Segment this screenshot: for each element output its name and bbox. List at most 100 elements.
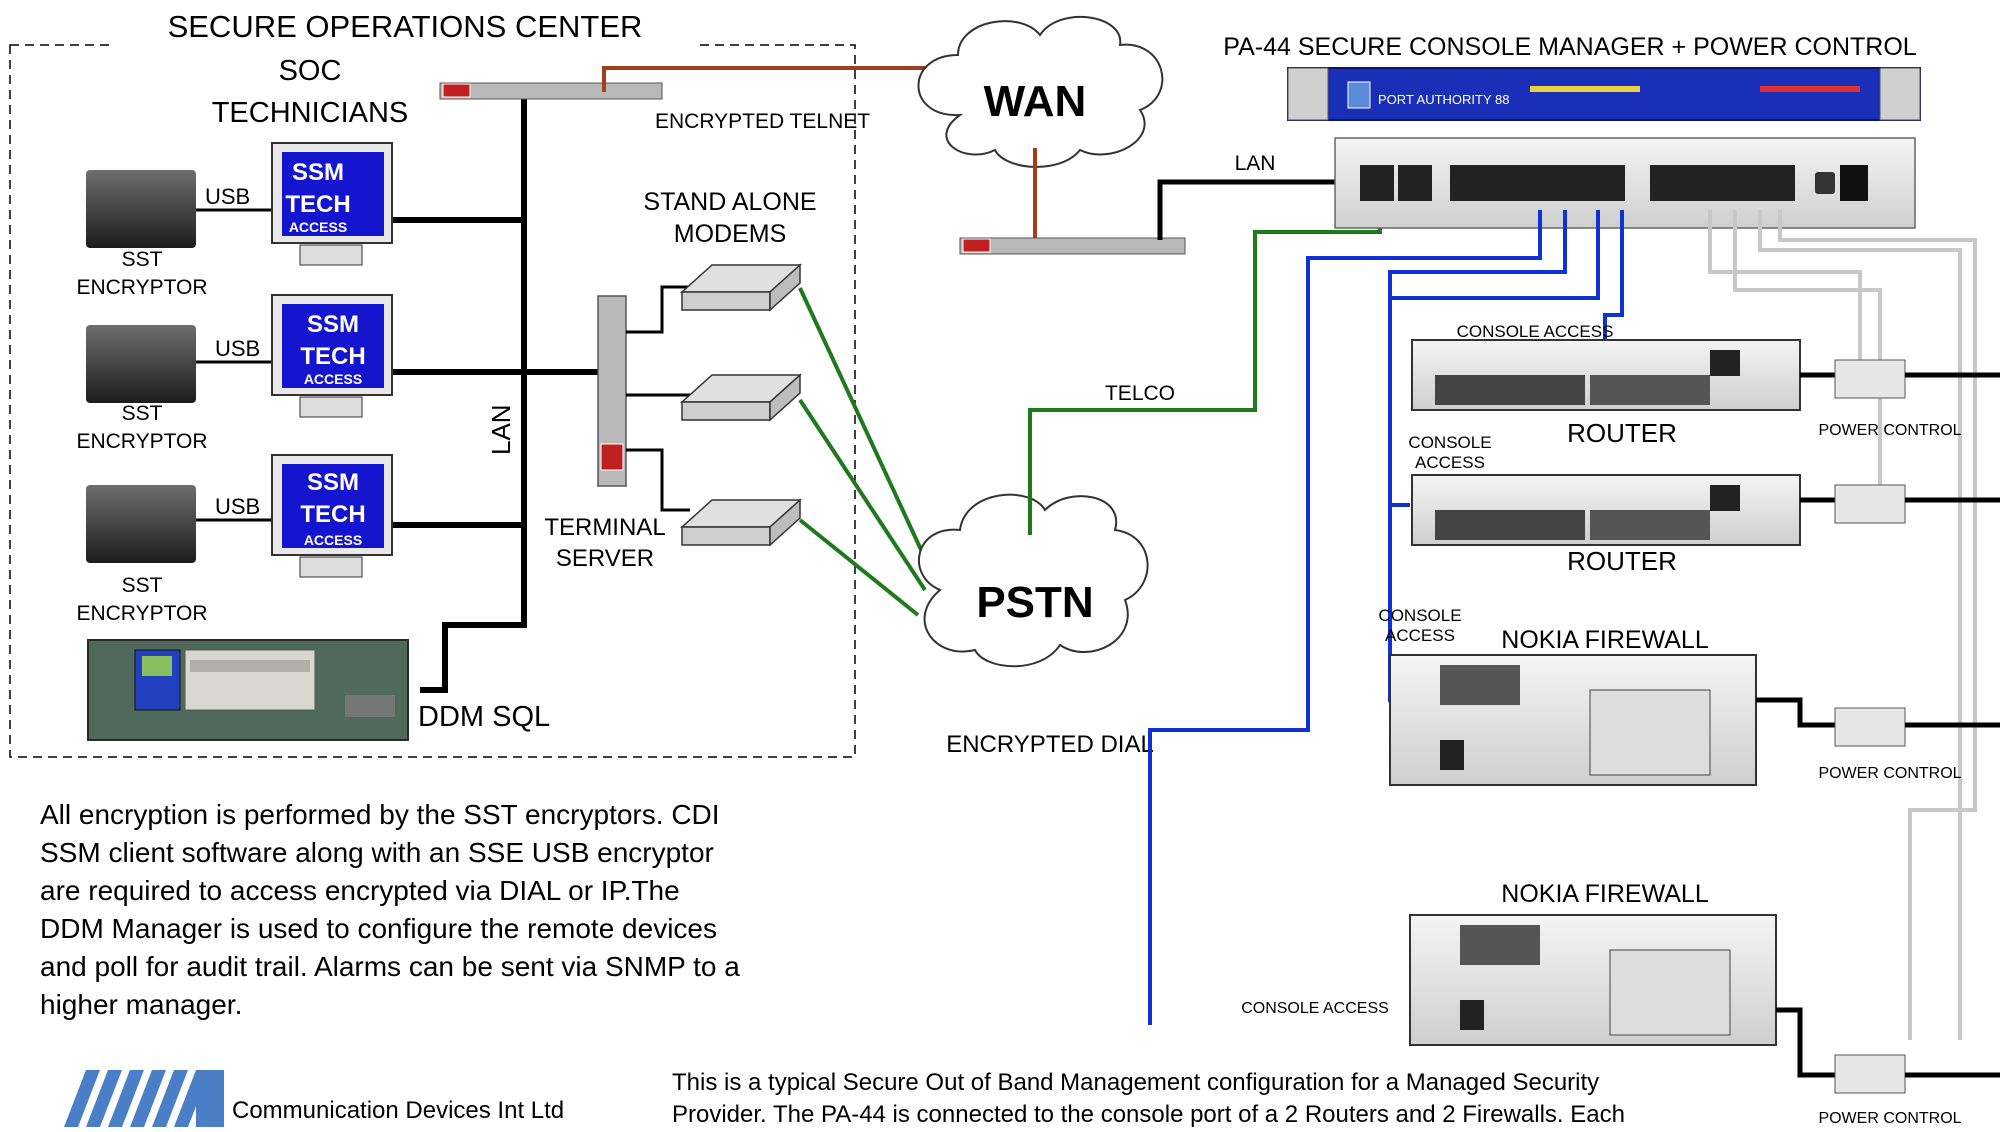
monitor-stand [299, 556, 363, 578]
monitor-screen [282, 152, 384, 236]
monitor-stand [299, 244, 363, 266]
encrypted-telnet-label: ENCRYPTED TELNET [655, 110, 870, 133]
router2-console-line1: CONSOLE [1408, 433, 1491, 452]
power-control-label: POWER CONTROL [1818, 422, 1961, 439]
server-display-icon [142, 656, 172, 676]
power-link-3 [1758, 210, 1962, 1040]
firewall1-label: NOKIA FIREWALL [1501, 626, 1709, 654]
firewall2-console-label: CONSOLE ACCESS [1241, 1000, 1389, 1017]
power-control-icon [1834, 707, 1906, 747]
server-drive-slot [190, 660, 310, 672]
router-modules-icon [1435, 510, 1585, 540]
company-logo-icon [64, 1070, 224, 1127]
description-block: All encryption is performed by the SST e… [40, 799, 740, 1020]
network-port-icon [1360, 165, 1394, 201]
modem-front [681, 526, 771, 546]
stand-alone-label-line1: STAND ALONE [643, 188, 816, 216]
pa44-logo-icon [1347, 81, 1371, 109]
router-1: CONSOLE ACCESS ROUTER [1411, 322, 1801, 448]
power-control-4: POWER CONTROL [1776, 1007, 2000, 1127]
firewall-switch-icon [1460, 1000, 1484, 1030]
encryptor-label-line1: SST [122, 248, 163, 271]
ts-modem-link-3 [626, 448, 690, 512]
router-slots-icon [1590, 510, 1710, 540]
screen-line2: TECH [300, 343, 365, 370]
power-control-icon [1834, 484, 1906, 524]
router1-console-label: CONSOLE ACCESS [1457, 322, 1614, 341]
server-badge-icon [345, 695, 395, 717]
description-line: SSM client software along with an SSE US… [40, 837, 714, 868]
telco-label: TELCO [1105, 382, 1175, 405]
lan-to-ddm [420, 610, 527, 693]
wan-cloud: WAN [917, 15, 1164, 168]
soc-title-backing [110, 8, 700, 46]
encrypted-telnet-link [602, 66, 935, 92]
usb-label: USB [215, 494, 260, 519]
ddm-sql-label: DDM SQL [418, 701, 550, 733]
monitor-stand [299, 396, 363, 418]
firewall-drive-icon [1460, 925, 1540, 965]
power-control-icon [1834, 359, 1906, 399]
lan-to-pa44 [1157, 179, 1350, 240]
screen-line3: ACCESS [304, 371, 362, 387]
description-line: and poll for audit trail. Alarms can be … [40, 951, 740, 982]
modem-side [769, 373, 801, 422]
firewall-cards-icon [1609, 949, 1731, 1036]
monitor-screen [282, 304, 384, 388]
power-control-2 [1800, 484, 2000, 524]
power-switch-icon [1815, 172, 1835, 194]
power-link-4 [1778, 210, 1977, 1040]
encryptor-label-line1: SST [122, 402, 163, 425]
modem-3 [680, 498, 802, 547]
power-cable [1776, 1007, 1835, 1078]
description-line: higher manager. [40, 989, 242, 1020]
power-link-1 [1708, 210, 1862, 365]
firewall2-label: NOKIA FIREWALL [1501, 880, 1709, 908]
modem-side [769, 498, 801, 547]
sst-encryptor-icon [86, 485, 196, 563]
screen-line1: SSM [307, 469, 359, 496]
telco-port-icon [1398, 165, 1432, 201]
power-control-icon [1834, 1054, 1906, 1094]
power-control-3: POWER CONTROL [1756, 697, 2000, 782]
workstation-2: USB SST ENCRYPTOR SSM TECH ACCESS [76, 294, 393, 453]
pa44-ports [1360, 165, 1868, 201]
router2-label: ROUTER [1567, 546, 1677, 576]
screen-line1: SSM [307, 311, 359, 338]
description-line: All encryption is performed by the SST e… [40, 799, 720, 830]
terminal-server-label-line2: SERVER [556, 545, 654, 572]
encryptor-label-line2: ENCRYPTOR [76, 276, 207, 299]
usb-label: USB [215, 336, 260, 361]
terminal-server-label-line1: TERMINAL [544, 514, 665, 541]
screen-line2: TECH [300, 501, 365, 528]
soc-router-led-icon [442, 83, 471, 98]
power-cable [1756, 697, 1835, 728]
pstn-cloud: PSTN [917, 493, 1149, 668]
pa44-status-led-icon [1760, 86, 1860, 92]
console-link-router2 [1388, 210, 1600, 507]
power-ports-icon [1650, 165, 1795, 201]
soc-lan-label: LAN [486, 404, 516, 455]
encryptor-label-line2: ENCRYPTOR [76, 602, 207, 625]
stand-alone-label-line2: MODEMS [674, 220, 787, 248]
router2-console-line2: ACCESS [1415, 453, 1485, 472]
pa44-rack-ear-right [1879, 67, 1921, 121]
workstation-3: USB SST ENCRYPTOR SSM TECH ACCESS [76, 454, 393, 625]
ddm-sql-server: DDM SQL [87, 639, 550, 741]
ts-modem-link-1 [626, 285, 690, 334]
power-control-label: POWER CONTROL [1818, 1110, 1961, 1127]
router1-label: ROUTER [1567, 418, 1677, 448]
footer-line2: Provider. The PA-44 is connected to the … [672, 1101, 1625, 1127]
wan-router-led-icon [962, 238, 991, 253]
modem-dial-link-1 [798, 287, 937, 581]
sst-encryptor-icon [86, 170, 196, 248]
modem-dial-link-3 [798, 518, 920, 617]
power-inlet-icon [1840, 165, 1868, 201]
wan-label: WAN [984, 77, 1087, 126]
modem-1 [680, 263, 802, 312]
pa44-front-brand: PORT AUTHORITY 88 [1378, 92, 1510, 107]
modem-front [681, 401, 771, 421]
power-control-label: POWER CONTROL [1818, 765, 1961, 782]
company-name: Communication Devices Int Ltd [232, 1097, 564, 1124]
modem-2 [680, 373, 802, 422]
